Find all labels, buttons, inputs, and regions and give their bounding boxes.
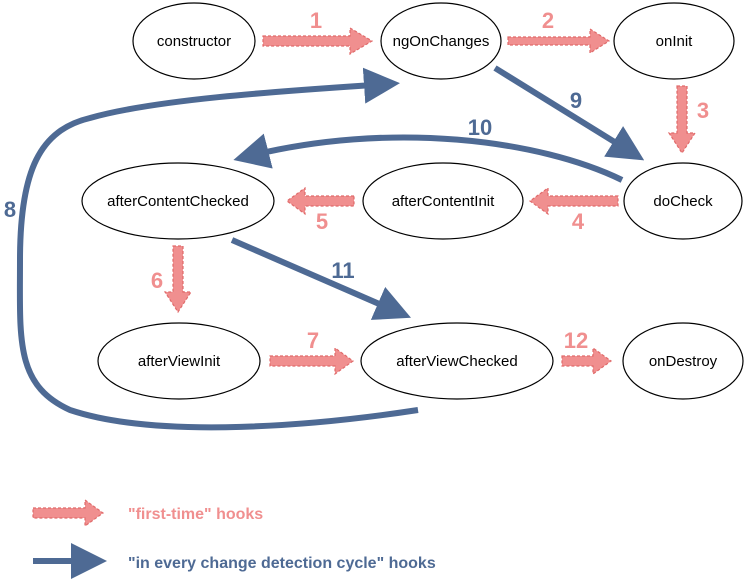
step-9-label: 9 (570, 88, 582, 113)
step-11-label: 11 (331, 258, 354, 283)
node-docheck: doCheck (623, 162, 743, 240)
node-oninit-label: onInit (656, 33, 694, 50)
node-afterviewinit-label: afterViewInit (138, 353, 221, 370)
arrow-5-aftercontentinit-to-aftercontentchecked (285, 186, 355, 216)
legend-first-time-label: "first-time" hooks (128, 506, 263, 523)
node-ngonchanges-label: ngOnChanges (393, 33, 490, 50)
step-10-label: 10 (468, 115, 492, 140)
step-6-label: 6 (151, 268, 163, 293)
arrow-2-ngonchanges-to-oninit (507, 27, 611, 55)
arrow-1-constructor-to-ngonchanges (262, 26, 374, 56)
step-12-label: 12 (564, 328, 588, 353)
node-aftercontentchecked: afterContentChecked (81, 162, 275, 240)
arrow-10-docheck-to-aftercontentchecked (233, 133, 624, 183)
arrow-9-ngonchanges-to-docheck (493, 65, 645, 161)
node-aftercontentchecked-label: afterContentChecked (107, 193, 249, 210)
arrow-12-afterviewchecked-to-ondestroy (561, 346, 613, 376)
arrow-7-afterviewinit-to-afterviewchecked (269, 346, 355, 376)
node-constructor: constructor (132, 2, 256, 80)
step-5-label: 5 (316, 209, 328, 234)
legend-every-cycle-label: "in every change detection cycle" hooks (128, 555, 436, 572)
node-ondestroy: onDestroy (622, 322, 744, 400)
step-8-label: 8 (4, 197, 16, 222)
step-4-label: 4 (572, 209, 585, 234)
node-ngonchanges: ngOnChanges (380, 2, 502, 80)
node-constructor-label: constructor (157, 33, 231, 50)
legend-first-time-arrow (32, 498, 105, 528)
arrow-4-docheck-to-aftercontentinit (528, 186, 619, 216)
node-aftercontentinit: afterContentInit (362, 162, 524, 240)
arrow-8-afterviewchecked-to-ngonchanges (16, 67, 419, 431)
step-3-label: 3 (697, 98, 709, 123)
arrow-11-aftercontentchecked-to-afterviewchecked (230, 237, 412, 320)
step-7-label: 7 (307, 328, 319, 353)
arrow-3-oninit-to-docheck (667, 85, 697, 155)
node-afterviewinit: afterViewInit (97, 322, 261, 400)
arrow-6-aftercontentchecked-to-afterviewinit (163, 245, 193, 314)
node-ondestroy-label: onDestroy (649, 353, 718, 370)
node-oninit: onInit (613, 2, 735, 80)
step-2-label: 2 (542, 8, 554, 33)
node-docheck-label: doCheck (653, 193, 713, 210)
node-afterviewchecked: afterViewChecked (360, 322, 554, 400)
step-1-label: 1 (310, 8, 322, 33)
node-aftercontentinit-label: afterContentInit (392, 193, 495, 210)
node-afterviewchecked-label: afterViewChecked (396, 353, 517, 370)
legend: "first-time" hooks "in every change dete… (32, 498, 436, 579)
